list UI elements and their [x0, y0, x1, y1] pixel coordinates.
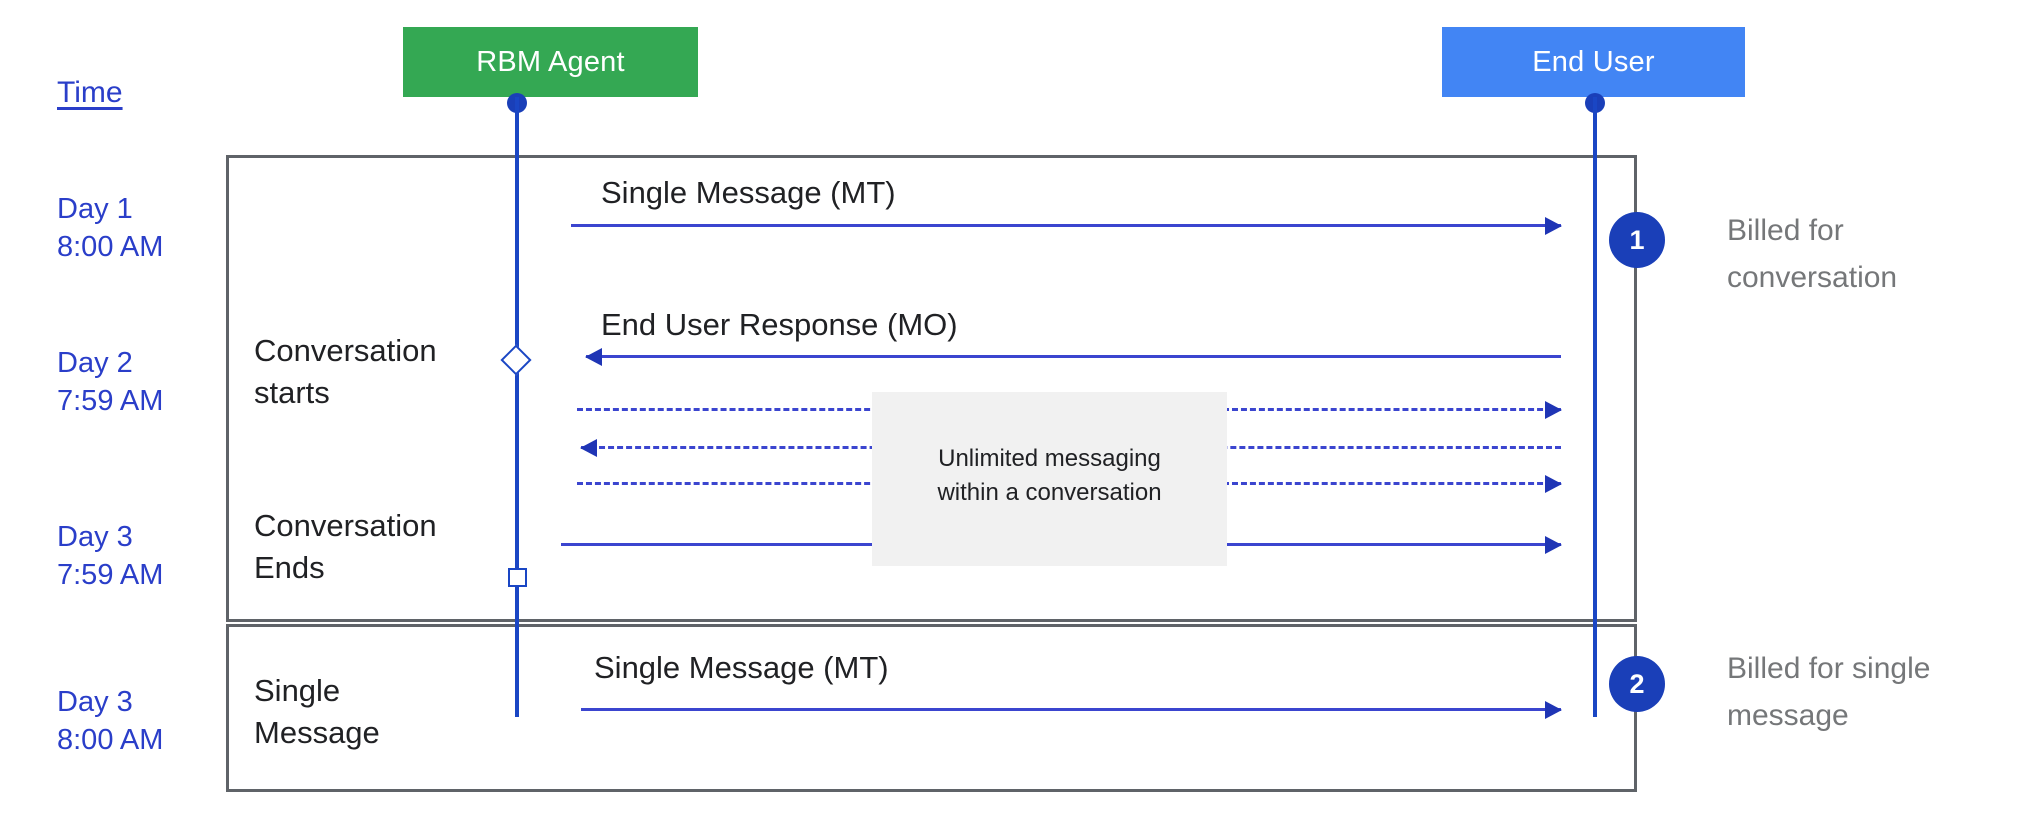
unlimited-messaging-note-box	[872, 392, 1227, 566]
lifeline-end-user	[1593, 97, 1597, 717]
arrow-shaft	[586, 355, 1561, 358]
stage-label-single-message: Single Message	[254, 673, 380, 750]
stage-label-conversation-starts: Conversation starts	[254, 333, 437, 410]
participant-end-user[interactable]: End User	[1442, 27, 1745, 97]
participant-rbm-agent-label: RBM Agent	[476, 45, 625, 78]
message-arrow-single-message-mt-day1	[571, 216, 1562, 235]
conversation-frame	[226, 155, 1637, 622]
message-label-end-user-response-mo: End User Response (MO)	[601, 307, 958, 342]
callout-badge-1: 1	[1609, 212, 1665, 268]
conversation-end-square-icon	[508, 568, 527, 587]
time-label-day2-0759: Day 2 7:59 AM	[57, 347, 164, 417]
callout-badge-2-number: 2	[1629, 668, 1645, 699]
callout-badge-2: 2	[1609, 656, 1665, 712]
participant-rbm-agent[interactable]: RBM Agent	[403, 27, 698, 97]
arrow-head-right-icon	[1545, 475, 1562, 493]
arrow-head-left-icon	[580, 439, 597, 457]
lifeline-rbm-agent	[515, 97, 519, 717]
arrow-shaft	[581, 708, 1561, 711]
stage-label-conversation-ends: Conversation Ends	[254, 508, 437, 585]
time-label-day3-0800: Day 3 8:00 AM	[57, 686, 164, 756]
message-label-single-message-mt-day3: Single Message (MT)	[594, 650, 889, 685]
time-label-day3-0759: Day 3 7:59 AM	[57, 521, 164, 591]
time-label-day1-0800: Day 1 8:00 AM	[57, 193, 164, 263]
arrow-head-left-icon	[585, 348, 602, 366]
message-arrow-single-message-mt-day3	[581, 700, 1562, 719]
callout-text-billed-for-single-message: Billed for single message	[1727, 652, 1931, 732]
message-arrow-end-user-response-mo	[585, 347, 1561, 366]
participant-end-user-label: End User	[1532, 45, 1655, 78]
unlimited-messaging-note-text: Unlimited messaging within a conversatio…	[937, 445, 1162, 506]
arrow-head-right-icon	[1545, 401, 1562, 419]
arrow-head-right-icon	[1545, 217, 1562, 235]
arrow-head-right-icon	[1545, 701, 1562, 719]
callout-badge-1-number: 1	[1629, 224, 1645, 255]
message-label-single-message-mt-day1: Single Message (MT)	[601, 175, 896, 210]
arrow-shaft	[571, 224, 1561, 227]
callout-text-billed-for-conversation: Billed for conversation	[1727, 214, 1898, 294]
time-axis-heading: Time	[57, 76, 123, 109]
arrow-head-right-icon	[1545, 536, 1562, 554]
